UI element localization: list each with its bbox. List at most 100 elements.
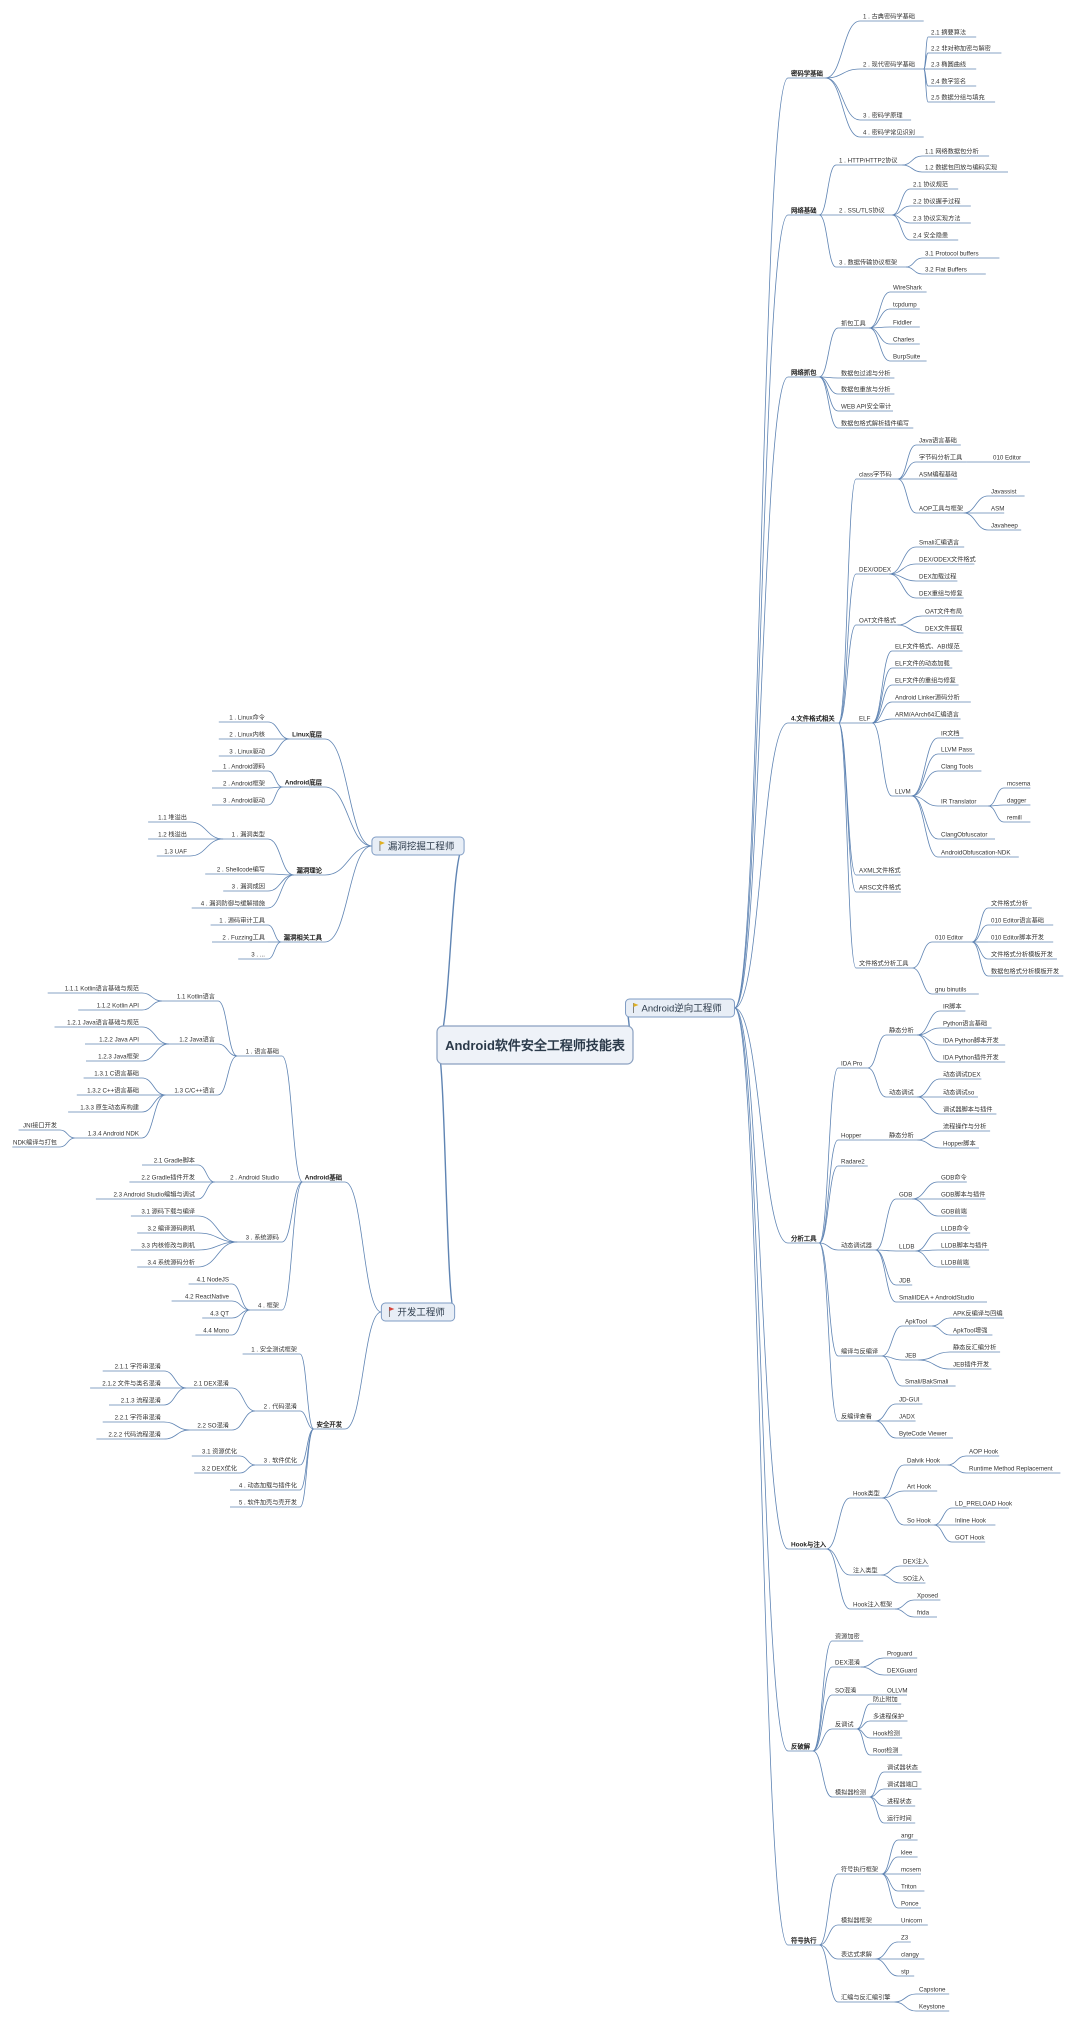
leaf-node[interactable]: klee bbox=[898, 1850, 918, 1858]
leaf-node[interactable]: 编译与反编译 bbox=[838, 1348, 882, 1357]
leaf-node[interactable]: mcsema bbox=[1004, 781, 1031, 789]
leaf-node[interactable]: SO混淆 bbox=[832, 1687, 858, 1696]
leaf-node[interactable]: ARM/AArch64汇编语言 bbox=[892, 711, 961, 720]
leaf-node[interactable]: 1.1 Kotlin语言 bbox=[162, 993, 218, 1002]
leaf-node[interactable]: frida bbox=[914, 1610, 937, 1618]
leaf-node[interactable]: GDB脚本与插件 bbox=[938, 1191, 986, 1200]
leaf-node[interactable]: 1 . 源码审计工具 bbox=[210, 917, 268, 926]
leaf-node[interactable]: AOP工具与框架 bbox=[916, 505, 964, 514]
leaf-node[interactable]: Javassist bbox=[988, 489, 1025, 497]
leaf-node[interactable]: 3.1 Protocol buffers bbox=[922, 251, 1000, 259]
leaf-node[interactable]: 模拟器检测 bbox=[832, 1789, 870, 1798]
leaf-node[interactable]: LLVM Pass bbox=[938, 747, 975, 755]
leaf-node[interactable]: 1 . Linux命令 bbox=[218, 714, 268, 723]
leaf-node[interactable]: LLVM bbox=[892, 789, 912, 797]
leaf-node[interactable]: 注入类型 bbox=[850, 1567, 882, 1576]
leaf-node[interactable]: Art Hook bbox=[904, 1484, 938, 1492]
leaf-node[interactable]: ApkTool增强 bbox=[950, 1327, 993, 1336]
leaf-node[interactable]: LD_PRELOAD Hook bbox=[952, 1501, 1013, 1509]
leaf-node[interactable]: ByteCode Viewer bbox=[896, 1431, 953, 1439]
leaf-node[interactable]: 1.3.4 Android NDK bbox=[74, 1131, 142, 1139]
leaf-node[interactable]: Triton bbox=[898, 1884, 925, 1892]
leaf-node[interactable]: ARSC文件格式 bbox=[856, 884, 901, 893]
leaf-node[interactable]: Clang Tools bbox=[938, 764, 982, 772]
leaf-node[interactable]: 3.1 源码下载与编译 bbox=[130, 1208, 198, 1217]
leaf-node[interactable]: 010 Editor语言基础 bbox=[988, 917, 1054, 926]
leaf-node[interactable]: 3 . 密码学原理 bbox=[860, 112, 912, 121]
leaf-node[interactable]: 2 . 代码混淆 bbox=[255, 1403, 300, 1412]
leaf-node[interactable]: 4 . 密码学常见识别 bbox=[860, 129, 924, 138]
leaf-node[interactable]: AOP Hook bbox=[966, 1449, 1000, 1457]
leaf-node[interactable]: 2.2 SO混淆 bbox=[189, 1422, 232, 1431]
leaf-node[interactable]: Hopper bbox=[838, 1133, 865, 1141]
category-node[interactable]: Android底层 bbox=[282, 778, 325, 788]
category-node[interactable]: 漏洞相关工具 bbox=[281, 933, 325, 943]
leaf-node[interactable]: 调试器状态 bbox=[884, 1764, 922, 1773]
leaf-node[interactable]: remill bbox=[1004, 815, 1031, 823]
leaf-node[interactable]: NDK编译与打包 bbox=[12, 1139, 60, 1148]
leaf-node[interactable]: 多进程保护 bbox=[870, 1713, 908, 1722]
leaf-node[interactable]: 运行时间 bbox=[884, 1815, 916, 1824]
leaf-node[interactable]: 2.3 协议实现方法 bbox=[910, 215, 971, 224]
leaf-node[interactable]: Hopper脚本 bbox=[940, 1140, 979, 1149]
leaf-node[interactable]: 3.1 资源优化 bbox=[191, 1448, 240, 1457]
leaf-node[interactable]: 汇编与反汇编引擎 bbox=[838, 1994, 895, 2003]
leaf-node[interactable]: 2.5 数据分组与填充 bbox=[928, 94, 996, 103]
leaf-node[interactable]: 010 Editor脚本开发 bbox=[988, 934, 1054, 943]
category-node[interactable]: Android基础 bbox=[302, 1173, 345, 1183]
leaf-node[interactable]: 1.3 C/C++语言 bbox=[165, 1087, 218, 1096]
leaf-node[interactable]: 1.3.1 C语言基础 bbox=[83, 1070, 142, 1079]
leaf-node[interactable]: 1.3.3 原生动态库构建 bbox=[68, 1104, 142, 1113]
leaf-node[interactable]: 3.3 内核修改与刷机 bbox=[130, 1242, 198, 1251]
leaf-node[interactable]: LLDB bbox=[896, 1244, 916, 1252]
leaf-node[interactable]: 3 . 系统源码 bbox=[237, 1234, 282, 1243]
leaf-node[interactable]: 2 . Fuzzing工具 bbox=[212, 935, 268, 943]
leaf-node[interactable]: DEX重组与修复 bbox=[916, 590, 964, 599]
leaf-node[interactable]: JNI接口开发 bbox=[18, 1122, 60, 1131]
main-branch-1[interactable]: 漏洞挖掘工程师 bbox=[371, 836, 465, 856]
leaf-node[interactable]: 数据包重放与分析 bbox=[838, 386, 895, 395]
leaf-node[interactable]: 3 . Android驱动 bbox=[212, 798, 268, 806]
leaf-node[interactable]: 1.2.1 Java语言基础与规范 bbox=[54, 1019, 143, 1028]
leaf-node[interactable]: ASM编程基础 bbox=[916, 471, 958, 480]
leaf-node[interactable]: So Hook bbox=[904, 1518, 934, 1526]
leaf-node[interactable]: 2.1.3 流程混淆 bbox=[109, 1397, 164, 1406]
leaf-node[interactable]: 反编译查看 bbox=[838, 1413, 876, 1422]
leaf-node[interactable]: 2.2.2 代码流程混淆 bbox=[96, 1431, 164, 1440]
leaf-node[interactable]: 文件格式分析 bbox=[988, 900, 1032, 909]
leaf-node[interactable]: Keystone bbox=[916, 2004, 950, 2012]
leaf-node[interactable]: 动态调试 bbox=[886, 1089, 918, 1098]
leaf-node[interactable]: 2.1 DEX混淆 bbox=[186, 1380, 232, 1389]
category-node[interactable]: 符号执行 bbox=[788, 1936, 820, 1946]
category-node[interactable]: 密码学基础 bbox=[788, 69, 826, 79]
leaf-node[interactable]: BurpSuite bbox=[890, 354, 927, 362]
leaf-node[interactable]: 2.3 Android Studio编辑与调试 bbox=[95, 1191, 198, 1200]
leaf-node[interactable]: 动态调试so bbox=[940, 1089, 978, 1098]
leaf-node[interactable]: 静态分析 bbox=[886, 1132, 918, 1141]
leaf-node[interactable]: Z3 bbox=[898, 1935, 911, 1943]
leaf-node[interactable]: 1 . Android源码 bbox=[212, 763, 268, 772]
leaf-node[interactable]: 调试器脚本与插件 bbox=[940, 1106, 997, 1115]
leaf-node[interactable]: 静态反汇编分析 bbox=[950, 1344, 1001, 1353]
leaf-node[interactable]: 模拟器框架 bbox=[838, 1917, 876, 1926]
leaf-node[interactable]: 4 . 框架 bbox=[249, 1302, 282, 1311]
leaf-node[interactable]: 5 . 软件加壳与壳开发 bbox=[230, 1499, 300, 1508]
leaf-node[interactable]: 3 . ... bbox=[238, 952, 268, 960]
leaf-node[interactable]: 2 . 现代密码学基础 bbox=[860, 61, 924, 70]
leaf-node[interactable]: ELF bbox=[856, 716, 873, 724]
leaf-node[interactable]: 1.1 网络数据包分析 bbox=[922, 148, 990, 157]
leaf-node[interactable]: 4 . 动态加载与插件化 bbox=[230, 1482, 300, 1491]
leaf-node[interactable]: 4.2 ReactNative bbox=[171, 1294, 232, 1302]
leaf-node[interactable]: JEB插件开发 bbox=[950, 1361, 992, 1370]
leaf-node[interactable]: 2.2 Gradle插件开发 bbox=[129, 1174, 198, 1183]
leaf-node[interactable]: JD-GUI bbox=[896, 1397, 923, 1405]
leaf-node[interactable]: JDB bbox=[896, 1278, 913, 1286]
leaf-node[interactable]: APK反编译与回编 bbox=[950, 1310, 1004, 1319]
leaf-node[interactable]: 2.4 安全隐患 bbox=[910, 232, 959, 241]
leaf-node[interactable]: 2.2.1 字符串混淆 bbox=[102, 1414, 164, 1423]
category-node[interactable]: 分析工具 bbox=[788, 1234, 820, 1244]
leaf-node[interactable]: 资源加密 bbox=[832, 1633, 864, 1642]
category-node[interactable]: 漏洞理论 bbox=[293, 866, 325, 876]
leaf-node[interactable]: OAT文件布局 bbox=[922, 608, 964, 617]
leaf-node[interactable]: IDA Pro bbox=[838, 1061, 868, 1069]
